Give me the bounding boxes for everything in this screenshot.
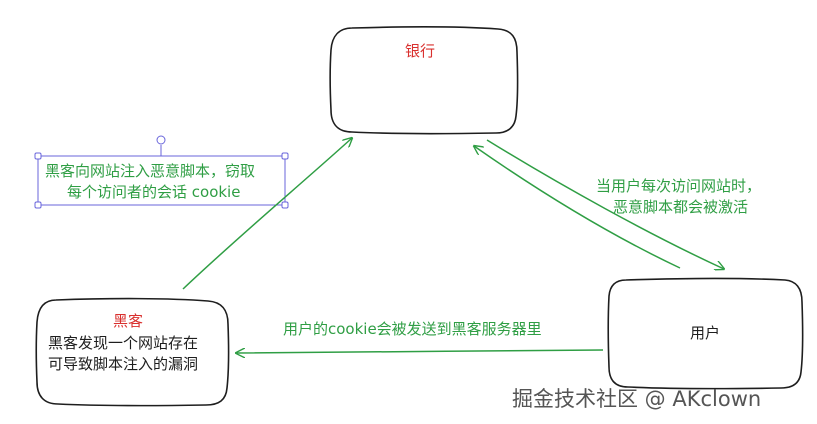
activate-annotation-line-2[interactable]: 恶意脚本都会被激活: [613, 198, 749, 216]
hacker-description-line-2: 可导致脚本注入的漏洞: [48, 355, 199, 373]
bank-box[interactable]: [329, 26, 519, 135]
hacker-box[interactable]: [35, 297, 230, 407]
inject-annotation-line-1[interactable]: 黑客向网站注入恶意脚本，窃取: [45, 162, 256, 180]
user-box[interactable]: [607, 277, 804, 390]
hacker-title: 黑客: [113, 312, 144, 330]
user-label: 用户: [690, 324, 721, 342]
watermark: 掘金技术社区 @ AKclown: [512, 387, 762, 411]
selection-frame: [34, 135, 289, 209]
arrow-user-to-hacker[interactable]: [236, 350, 604, 353]
hacker-description-line-1: 黑客发现一个网站存在: [48, 334, 199, 352]
bank-label: 银行: [405, 42, 436, 60]
arrow-bank-to-user[interactable]: [486, 139, 724, 269]
arrow-user-to-bank[interactable]: [474, 146, 681, 269]
arrow-hacker-to-bank[interactable]: [182, 138, 352, 290]
activate-annotation-line-1[interactable]: 当用户每次访问网站时，: [596, 177, 762, 195]
inject-annotation-line-2[interactable]: 每个访问者的会话 cookie: [67, 183, 241, 201]
send-cookie-annotation[interactable]: 用户的cookie会被发送到黑客服务器里: [283, 320, 542, 338]
